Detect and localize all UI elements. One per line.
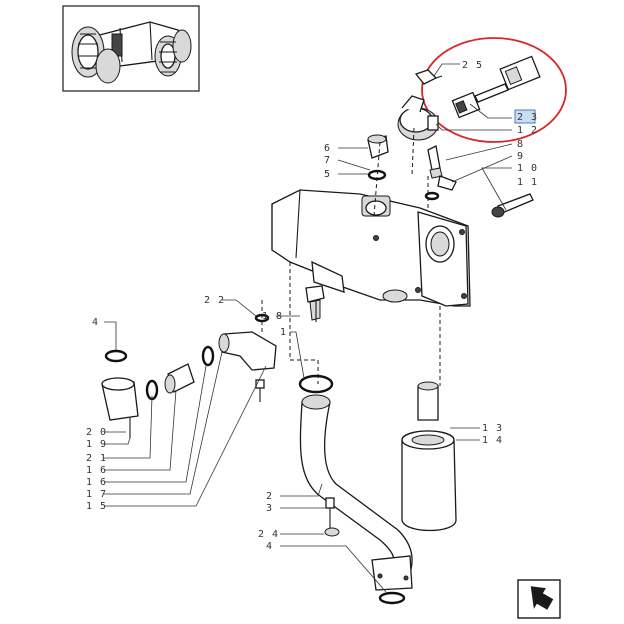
callout-21[interactable]: 2 1 (86, 453, 107, 464)
callout-24[interactable]: 2 4 (258, 529, 279, 540)
callout-11[interactable]: 1 1 (517, 177, 538, 188)
thermostat-housing-12[interactable] (397, 95, 439, 141)
leader-lines (104, 63, 513, 593)
callout-5[interactable]: 5 (324, 169, 331, 180)
callout-8[interactable]: 8 (517, 139, 524, 150)
callout-20[interactable]: 2 0 (86, 427, 107, 438)
return-arrow-icon[interactable] (517, 579, 561, 619)
callout-1[interactable]: 1 (280, 327, 287, 338)
callout-4-upper[interactable]: 4 (92, 317, 99, 328)
assembly-lines (261, 127, 441, 386)
hose-1[interactable] (298, 374, 413, 605)
callout-17[interactable]: 1 7 (86, 489, 107, 500)
callout-2[interactable]: 2 (266, 491, 273, 502)
coolant-filter-13[interactable] (401, 381, 457, 532)
housing-21[interactable] (101, 349, 139, 438)
drain-plug-18[interactable] (305, 285, 325, 322)
wiring-harness-23[interactable] (451, 55, 541, 119)
callout-16-a[interactable]: 1 6 (86, 465, 107, 476)
callout-15[interactable]: 1 5 (86, 501, 107, 512)
plug-6[interactable] (367, 134, 389, 181)
callout-16-b[interactable]: 1 6 (86, 477, 107, 488)
callout-3[interactable]: 3 (266, 503, 273, 514)
callout-23[interactable]: 2 3 (517, 112, 538, 123)
sensor-25[interactable] (414, 69, 443, 85)
callout-6[interactable]: 6 (324, 143, 331, 154)
callout-10[interactable]: 1 0 (517, 163, 538, 174)
temperature-sender-8[interactable] (424, 145, 457, 201)
tractor-thumbnail[interactable] (62, 5, 200, 92)
selected-callout-box (514, 109, 536, 124)
bolt-11[interactable] (491, 193, 534, 218)
callout-18[interactable]: 1 8 (262, 311, 283, 322)
callout-14[interactable]: 1 4 (482, 435, 503, 446)
callout-9[interactable]: 9 (517, 151, 524, 162)
callout-25[interactable]: 2 5 (462, 60, 483, 71)
callout-19[interactable]: 1 9 (86, 439, 107, 450)
callout-12[interactable]: 1 2 (517, 125, 538, 136)
water-manifold[interactable] (271, 189, 471, 307)
highlight-circle (421, 37, 567, 143)
callout-13[interactable]: 1 3 (482, 423, 503, 434)
callout-7[interactable]: 7 (324, 155, 331, 166)
bolt-3[interactable] (324, 497, 340, 537)
spacer-16[interactable] (145, 363, 195, 401)
callout-labels: 2 5 2 3 1 2 8 9 1 0 1 1 6 7 5 2 2 1 8 1 … (86, 60, 538, 552)
callout-22[interactable]: 2 2 (204, 295, 225, 306)
elbow-fitting-17[interactable] (201, 331, 277, 371)
callout-4-lower[interactable]: 4 (266, 541, 273, 552)
